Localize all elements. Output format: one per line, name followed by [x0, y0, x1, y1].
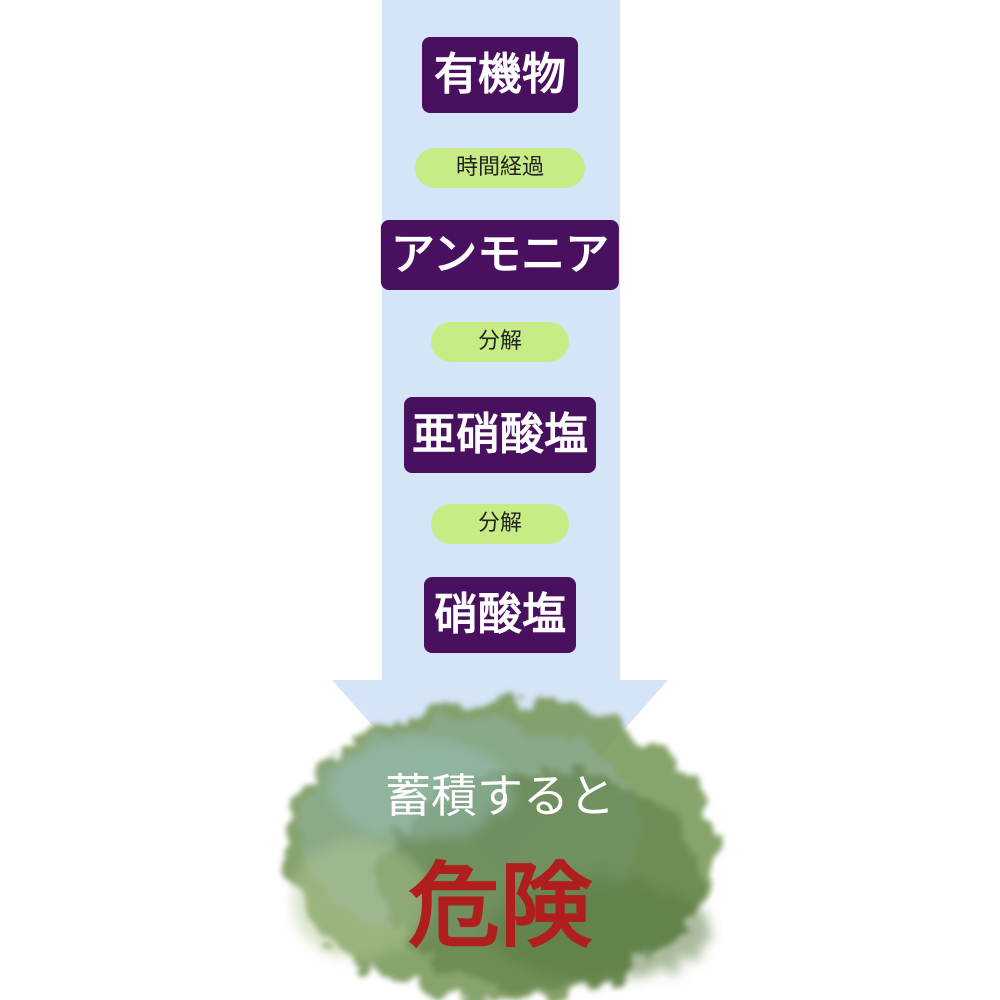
stage-nitrite: 亜硝酸塩	[404, 397, 596, 473]
cloud-texture	[290, 740, 710, 980]
stage-organic-matter: 有機物	[422, 37, 578, 113]
result-text-danger: 危険	[407, 853, 593, 960]
step-decomposition-2: 分解	[431, 504, 569, 544]
step-time-elapsed: 時間経過	[415, 148, 585, 188]
stage-ammonia: アンモニア	[380, 220, 620, 290]
stage-nitrate: 硝酸塩	[424, 577, 576, 653]
step-decomposition-1: 分解	[431, 322, 569, 362]
result-text-accumulate: 蓄積すると	[385, 769, 615, 823]
